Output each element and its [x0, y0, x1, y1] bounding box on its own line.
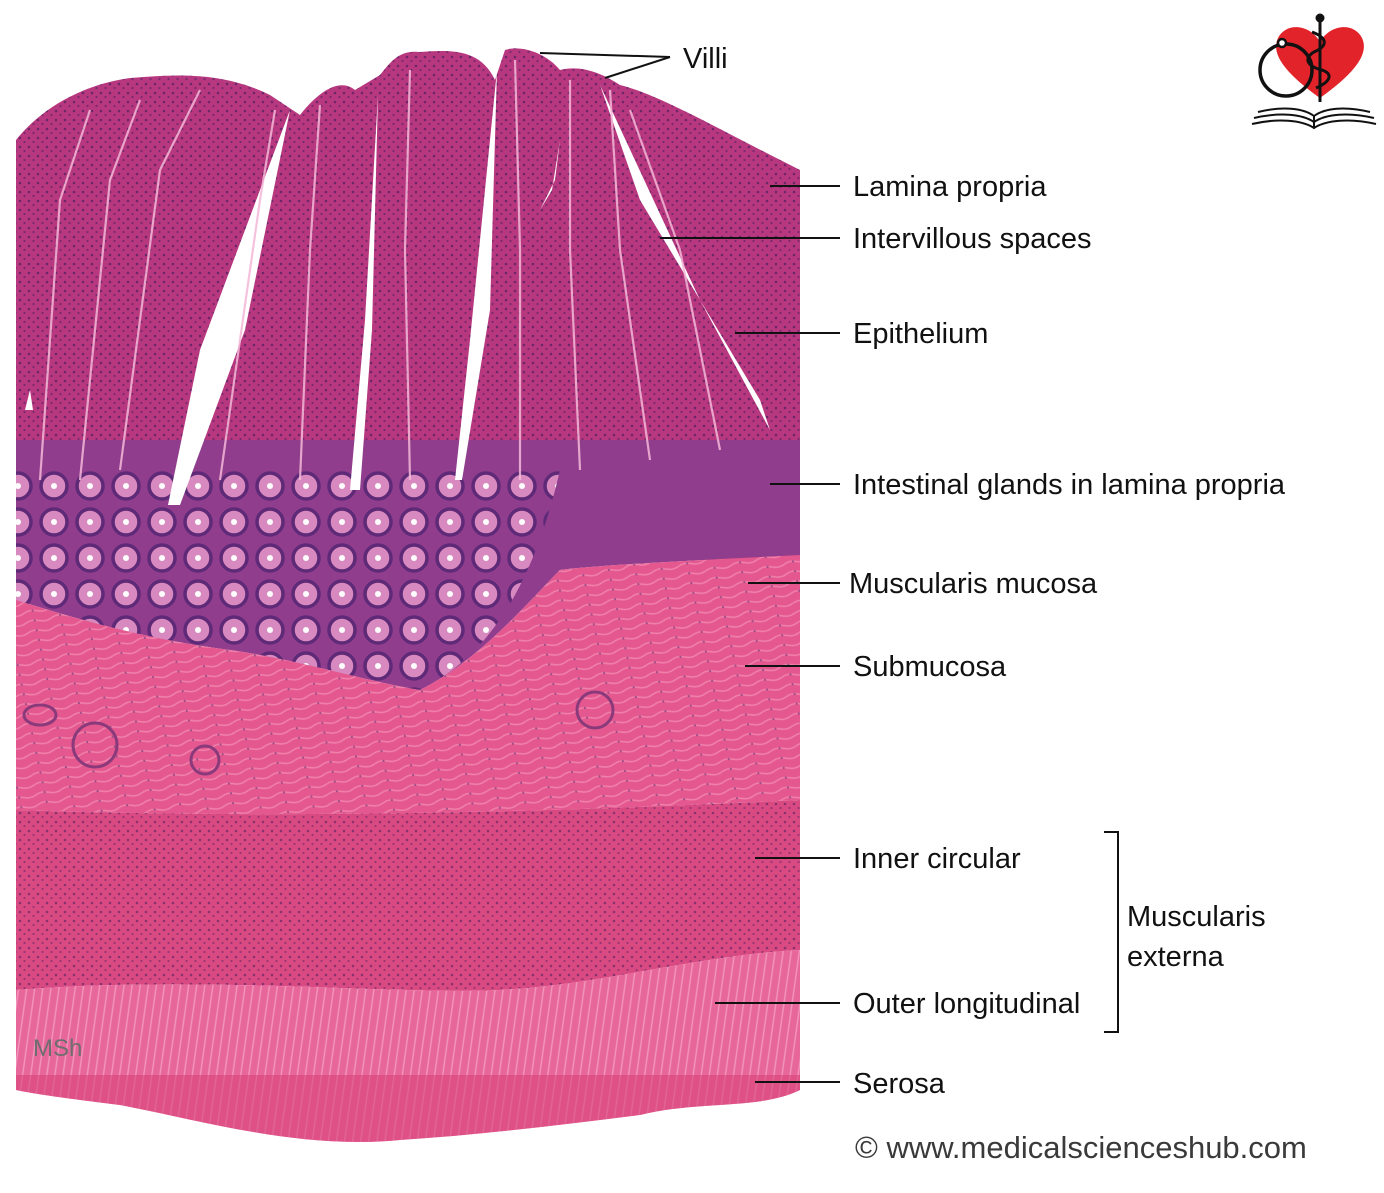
- label-epithelium: Epithelium: [853, 318, 989, 350]
- villus-outlines: [38, 59, 722, 481]
- label-lamina-propria: Lamina propria: [853, 171, 1047, 203]
- label-intervillous-spaces: Intervillous spaces: [853, 223, 1092, 255]
- caduceus-heart-book-logo: [1251, 13, 1377, 130]
- label-muscularis-mucosa: Muscularis mucosa: [849, 568, 1098, 600]
- label-intestinal-glands: Intestinal glands in lamina propria: [853, 469, 1286, 501]
- villi-leader-1: [539, 52, 671, 58]
- label-outer-longitudinal: Outer longitudinal: [853, 988, 1081, 1020]
- label-muscularis-externa-1: Muscularis: [1127, 901, 1266, 933]
- open-book-icon: [1251, 107, 1377, 130]
- label-submucosa: Submucosa: [853, 651, 1007, 683]
- watermark: MSh: [33, 1035, 83, 1062]
- submucosal-vessels: [22, 690, 615, 776]
- muscularis-externa-bracket: [1104, 831, 1119, 1033]
- label-villi: Villi: [683, 43, 728, 75]
- villi-leader-2: [604, 56, 671, 79]
- label-serosa: Serosa: [853, 1068, 945, 1100]
- label-muscularis-externa-2: externa: [1127, 941, 1224, 973]
- label-inner-circular: Inner circular: [853, 843, 1021, 875]
- copyright-text: © www.medicalscienceshub.com: [855, 1130, 1307, 1165]
- caduceus-icon: [1306, 13, 1331, 102]
